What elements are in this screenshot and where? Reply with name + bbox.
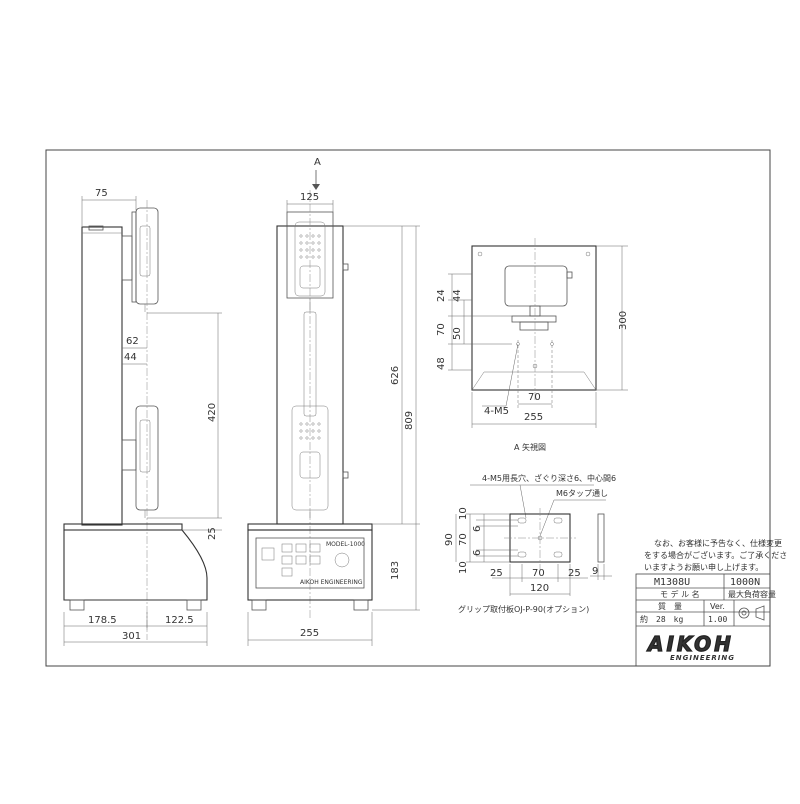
dim-50: 50	[452, 327, 463, 340]
drawing-border	[45, 149, 771, 667]
hole-label: 4-M5	[484, 406, 509, 417]
dim-70-a: 70	[436, 323, 447, 336]
dim-25-right: 25	[568, 568, 581, 579]
dim-44: 44	[124, 352, 137, 363]
dim-9: 9	[592, 566, 598, 577]
dim-44-a: 44	[452, 289, 463, 302]
note-line-3: いますようお願い申し上げます。	[644, 562, 763, 572]
aikoh-logo: AIKOH	[646, 632, 734, 656]
title-capacity-label: 最大負荷容量	[728, 589, 776, 599]
grip-plate-caption: グリップ取付板OJ-P-90(オプション)	[458, 604, 589, 614]
front-view: A	[247, 157, 420, 646]
note-line-2: をする場合がございます。ご了承くださ	[644, 550, 787, 560]
title-ver-value: 1.00	[708, 615, 727, 624]
dim-6-bottom: 6	[472, 550, 483, 556]
note-line-1: なお、お客様に予告なく、仕様変更	[654, 538, 782, 548]
projection-symbol-icon	[738, 607, 750, 619]
title-weight-value: 約 28 kg	[640, 614, 683, 624]
dim-6-top: 6	[472, 526, 483, 532]
dim-122-5: 122.5	[165, 615, 194, 626]
aikoh-logo-sub: ENGINEERING	[670, 654, 735, 662]
dim-809: 809	[404, 411, 415, 430]
dim-120: 120	[530, 583, 549, 594]
dim-70-bottom: 70	[528, 392, 541, 403]
side-view: 75 62 44 420 25 178.5 122.5 301	[63, 188, 222, 646]
dim-48: 48	[436, 357, 447, 370]
grip-plate: 4-M5用長穴、ざぐり深さ6、中心間6 M6タップ通し 10 6 70 6 10…	[444, 473, 616, 614]
dim-10-bottom: 10	[458, 561, 469, 574]
grip-note-holes: 4-M5用長穴、ざぐり深さ6、中心間6	[482, 473, 616, 483]
dim-178-5: 178.5	[88, 615, 117, 626]
dim-62: 62	[126, 336, 139, 347]
dim-10-top: 10	[458, 507, 469, 520]
dim-125: 125	[300, 192, 319, 203]
panel-model-text: MODEL-1000	[326, 541, 365, 548]
arrow-a-label: A	[314, 157, 321, 168]
dim-255-front: 255	[300, 628, 319, 639]
title-block: M1308U 1000N モ デ ル 名 最大負荷容量 質 量 Ver. 約 2…	[635, 573, 776, 667]
dim-626: 626	[390, 366, 401, 385]
dim-90: 90	[444, 533, 455, 546]
dim-301: 301	[122, 631, 141, 642]
dim-255-a: 255	[524, 412, 543, 423]
view-a: 24 44 70 50 48 300 70 255 4-M5 A 矢視図	[436, 238, 629, 452]
dim-183: 183	[390, 561, 401, 580]
dim-300: 300	[618, 311, 629, 330]
dim-70-grip: 70	[458, 533, 469, 546]
dim-420: 420	[207, 403, 218, 422]
title-weight-label: 質 量	[658, 601, 682, 611]
spec-change-note: なお、お客様に予告なく、仕様変更 をする場合がございます。ご了承くださ いますよ…	[644, 538, 787, 572]
title-capacity: 1000N	[730, 577, 760, 588]
title-model-label: モ デ ル 名	[660, 589, 700, 599]
dim-24: 24	[436, 289, 447, 302]
dim-75: 75	[95, 188, 108, 199]
title-model: M1308U	[654, 577, 690, 588]
view-a-caption: A 矢視図	[514, 442, 546, 452]
panel-brand-text: AIKOH ENGINEERING	[300, 579, 363, 586]
dim-25-left: 25	[490, 568, 503, 579]
dim-70-horizontal: 70	[532, 568, 545, 579]
dim-25: 25	[207, 527, 218, 540]
grip-note-m6: M6タップ通し	[556, 488, 608, 498]
title-ver-label: Ver.	[710, 602, 725, 611]
